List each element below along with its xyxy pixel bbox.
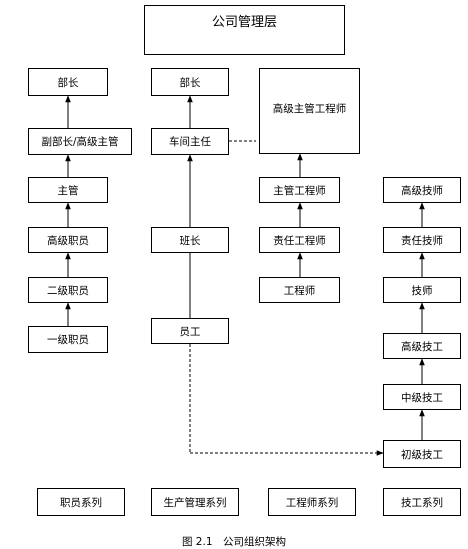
responsible-engineer-box: 责任工程师 (259, 227, 340, 253)
production-minister-box: 部长 (151, 68, 229, 96)
chief-engineer-box: 主管工程师 (259, 177, 340, 203)
company-management-box: 公司管理层 (144, 5, 345, 55)
junior-worker-box: 初级技工 (383, 440, 461, 468)
workshop-director-box: 车间主任 (151, 128, 229, 155)
responsible-technician-box: 责任技师 (383, 227, 461, 253)
staff-second-box: 二级职员 (28, 277, 108, 303)
senior-technician-box: 高级技师 (383, 177, 461, 203)
team-leader-box: 班长 (151, 227, 229, 253)
engineer-series-box: 工程师系列 (268, 488, 356, 516)
staff-series-box: 职员系列 (37, 488, 125, 516)
technician-series-box: 技工系列 (383, 488, 461, 516)
technician-box: 技师 (383, 277, 461, 303)
engineer-box: 工程师 (259, 277, 340, 303)
senior-chief-engineer-box: 高级主管工程师 (259, 68, 360, 154)
staff-first-box: 一级职员 (28, 326, 108, 353)
production-series-box: 生产管理系列 (151, 488, 239, 516)
senior-worker-box: 高级技工 (383, 333, 461, 359)
intermediate-worker-box: 中级技工 (383, 384, 461, 410)
figure-caption: 图 2.1 公司组织架构 (181, 536, 287, 548)
staff-minister-box: 部长 (28, 68, 108, 96)
staff-deputy-box: 副部长/高级主管 (28, 128, 132, 155)
employee-box: 员工 (151, 318, 229, 344)
staff-senior-box: 高级职员 (28, 227, 108, 253)
staff-supervisor-box: 主管 (28, 177, 108, 203)
